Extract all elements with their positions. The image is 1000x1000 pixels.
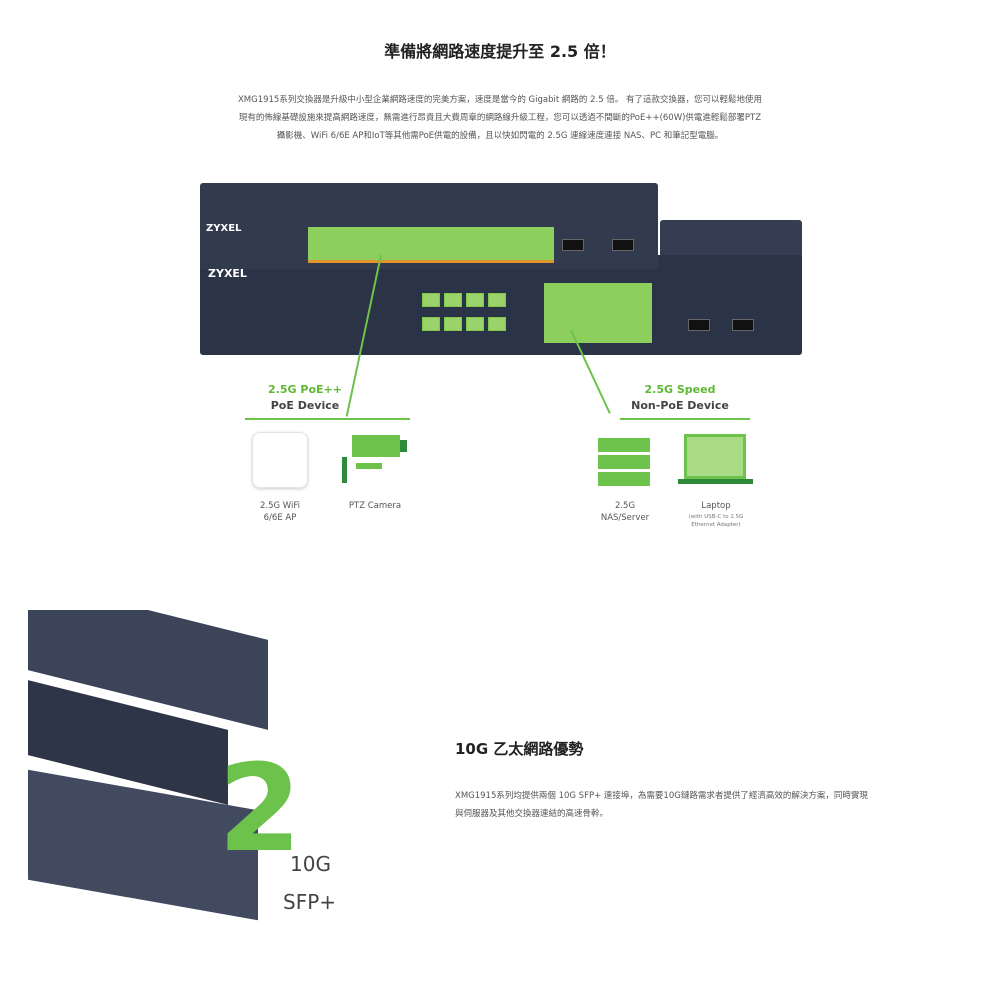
- page-title: 準備將網路速度提升至 2.5 倍！: [384, 42, 616, 61]
- server-icon: [598, 438, 650, 486]
- nonpoe-type-label: Non-PoE Device: [631, 399, 729, 412]
- laptop-icon: [678, 434, 753, 486]
- switch-top: ZYXEL: [200, 183, 658, 269]
- sfp-switch-stack-image: 2 10G SFP+: [28, 610, 353, 945]
- section-title: 10G 乙太網路優勢: [455, 740, 584, 758]
- badge-number: 2: [218, 740, 302, 879]
- switch-bottom: ZYXEL: [200, 255, 802, 355]
- badge-10g: 10G: [290, 852, 331, 876]
- poe-speed-label: 2.5G PoE++: [268, 383, 342, 396]
- nonpoe-speed-label: 2.5G Speed: [644, 383, 716, 396]
- access-point-icon: [252, 432, 308, 488]
- intro-line-3: 攝影機、WiFi 6/6E AP和IoT等其他需PoE供電的設備，且以快如閃電的…: [276, 131, 724, 141]
- poe-type-label: PoE Device: [270, 399, 340, 412]
- brand-logo: ZYXEL: [208, 267, 247, 280]
- badge-sfp: SFP+: [283, 890, 337, 914]
- intro-line-1: XMG1915系列交換器是升級中小型企業網路速度的完美方案，速度是當今的 Gig…: [237, 95, 763, 105]
- section-paragraph: XMG1915系列均提供兩個 10G SFP+ 連接埠，為需要10G鏈路需求者提…: [455, 791, 868, 819]
- camera-icon: [342, 435, 407, 485]
- intro-line-2: 現有的佈線基礎設施來提高網路速度，無需進行昂貴且大費周章的網路線升級工程，您可以…: [238, 113, 762, 123]
